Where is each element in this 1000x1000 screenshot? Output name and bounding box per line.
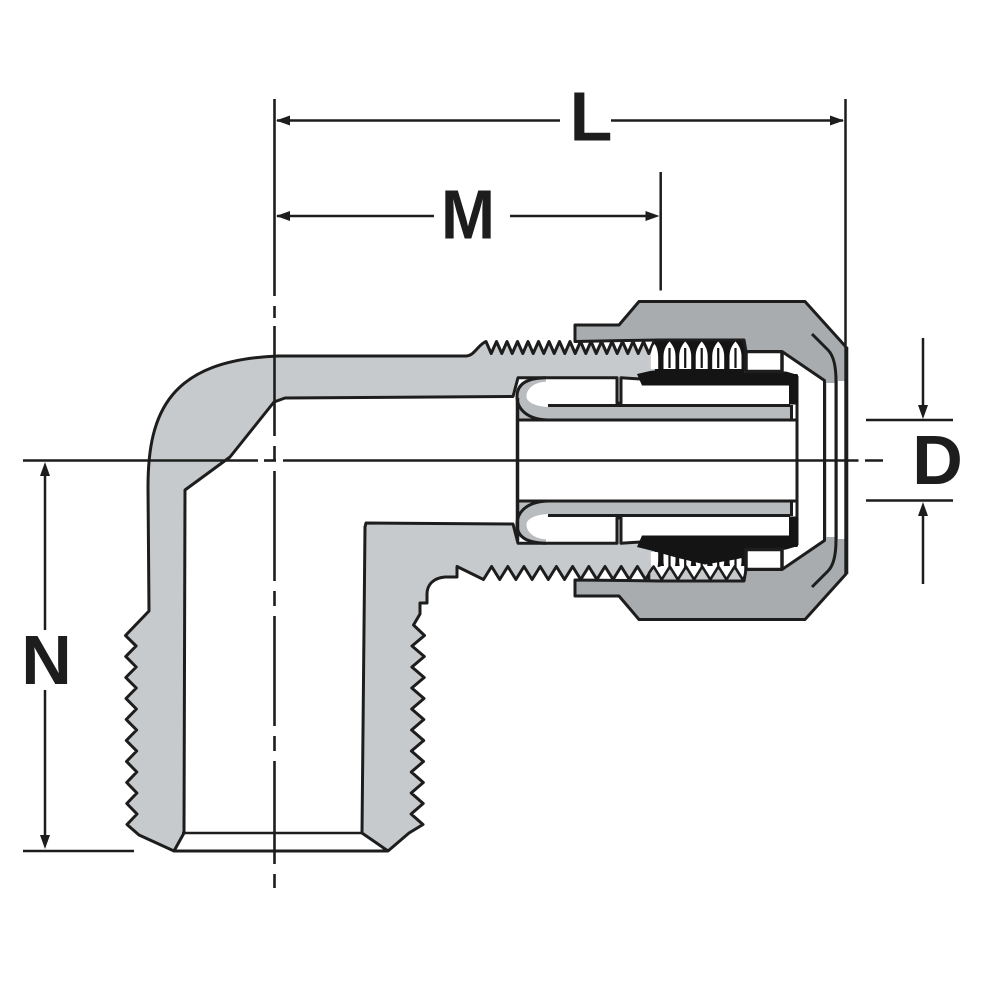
svg-text:D: D xyxy=(912,421,963,499)
svg-text:L: L xyxy=(570,78,613,156)
svg-text:N: N xyxy=(21,621,72,699)
svg-text:M: M xyxy=(441,176,495,254)
